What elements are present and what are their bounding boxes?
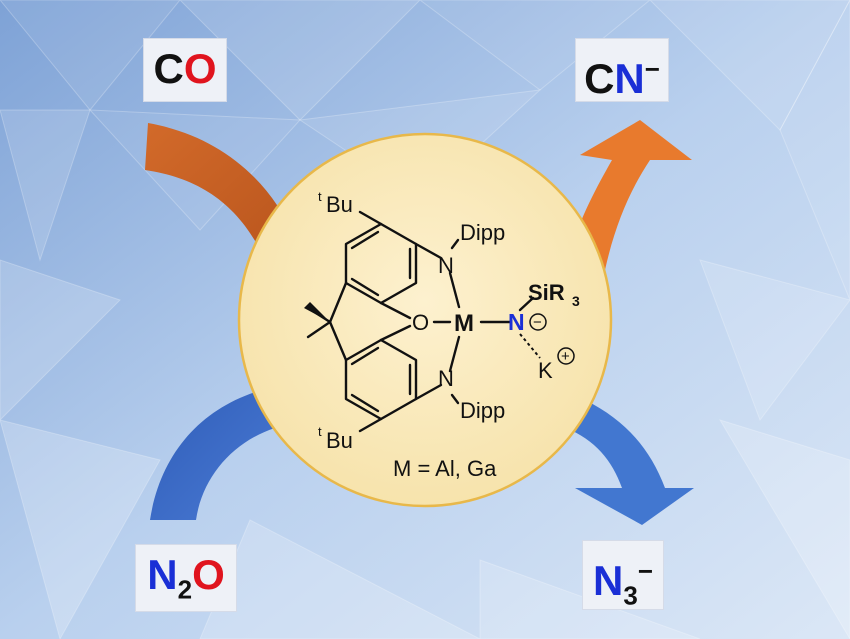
arrow-co-in [145,123,296,260]
label-azide: N3− [582,540,664,610]
label-n3-sub: 3 [623,580,638,611]
label-cyanide: CN− [575,38,669,102]
plus-charge: + [561,348,570,365]
label-n3-charge: − [637,556,653,586]
dative-bonds [519,333,541,359]
n-bottom: N [438,366,454,391]
dipp-top: Dipp [460,220,505,245]
tbu-bottom-sup: t [318,424,322,439]
tbu-bottom: Bu [326,428,353,453]
n-top: N [438,253,454,278]
label-cn-c: C [584,55,615,102]
silyl-sub: 3 [572,293,580,309]
o-atom: O [412,310,429,335]
tbu-top: Bu [326,192,353,217]
potassium: K [538,358,553,383]
label-n2o-n: N [147,551,178,598]
label-co: CO [143,38,227,102]
metal-caption: M = Al, Ga [393,456,497,481]
minus-charge-ring [529,313,547,331]
molecule-bonds [306,210,535,433]
arrow-n3-out [566,400,694,525]
label-cn-charge: − [644,54,660,84]
dipp-bottom: Dipp [460,398,505,423]
label-n2o: N2O [135,544,237,612]
metal-m: M [454,310,474,337]
n-amide: N [508,309,525,335]
wedge-bond [304,302,330,322]
label-n2o-o: O [192,551,225,598]
complex-circle [237,132,613,508]
minus-charge: − [533,314,542,331]
label-co-o: O [183,45,217,92]
arrow-n2o-in [150,390,275,520]
plus-charge-ring [557,347,575,365]
silyl: SiR [528,280,565,305]
arrow-cn-out [566,120,692,270]
label-cn-n: N [614,55,645,102]
label-co-c: C [153,45,184,92]
label-n2o-sub: 2 [177,574,193,605]
tbu-top-sup: t [318,189,322,204]
label-n3-n: N [593,557,624,604]
